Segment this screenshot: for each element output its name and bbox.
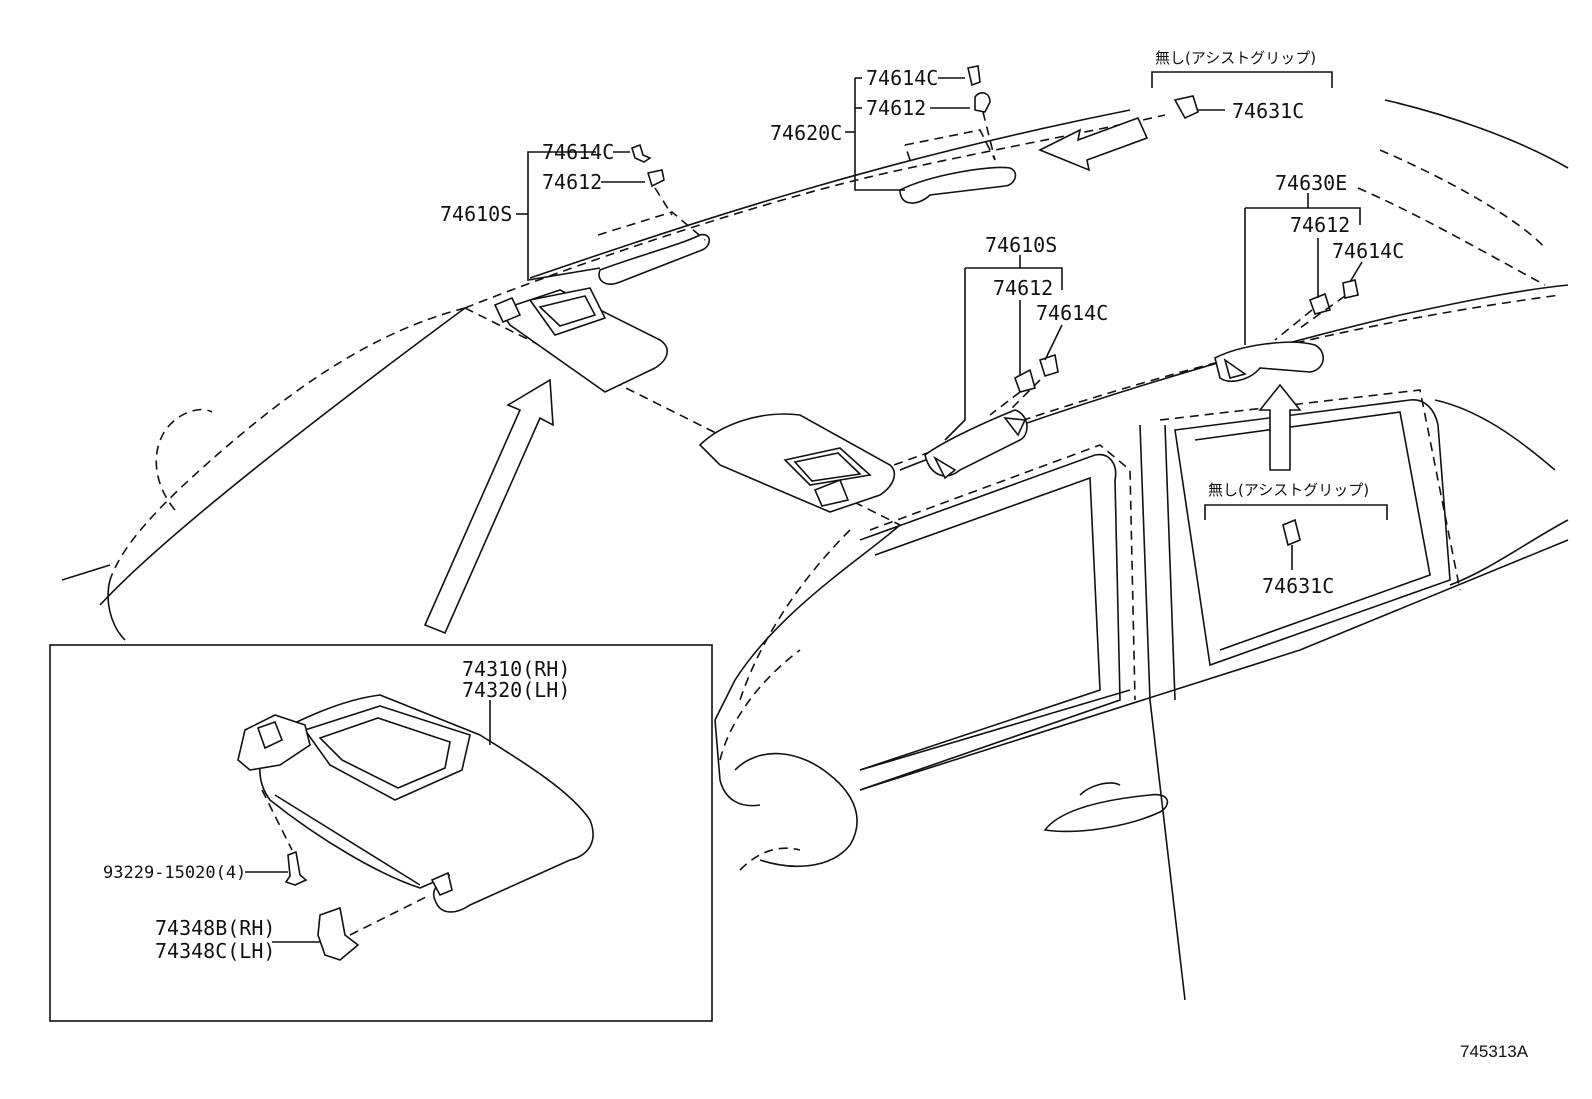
pointer-arrows [423, 116, 1302, 635]
label-74631c-top: 74631C [1232, 99, 1304, 123]
label-74348b-rh: 74348B(RH) [155, 916, 275, 940]
label-74631c-bottom: 74631C [1262, 574, 1334, 598]
clips [631, 65, 1359, 547]
label-74614c-b: 74614C [866, 66, 938, 90]
label-93229-15020: 93229-15020(4) [103, 863, 246, 883]
leader-lines [516, 71, 1388, 570]
detail-inset [49, 644, 713, 1022]
assist-grip-front-left [597, 211, 711, 285]
part-number-labels: 74614C 74612 74610S 74614C 74612 74620C … [103, 49, 1529, 1061]
label-74612-a: 74612 [542, 170, 602, 194]
figure-id: 745313A [1460, 1042, 1529, 1061]
note-no-assist-grip-top: 無し(アシストグリップ) [1155, 49, 1316, 67]
label-74612-b: 74612 [866, 96, 926, 120]
label-74310-rh: 74310(RH) [462, 657, 570, 681]
label-74612-d: 74612 [1290, 213, 1350, 237]
assist-grip-rear-right [1214, 341, 1324, 382]
assist-grip-top-center [899, 129, 1017, 204]
label-74614c-c: 74614C [1036, 301, 1108, 325]
label-74610s-b: 74610S [985, 233, 1057, 257]
label-74620c: 74620C [770, 121, 842, 145]
label-74320-lh: 74320(LH) [462, 678, 570, 702]
sunvisor-front [493, 287, 668, 393]
label-74630e: 74630E [1275, 171, 1347, 195]
label-74348c-lh: 74348C(LH) [155, 939, 275, 963]
assist-grip-rear-center [924, 409, 1028, 480]
note-no-assist-grip-bottom: 無し(アシストグリップ) [1208, 481, 1369, 499]
sunvisor-center [698, 413, 896, 513]
label-74614c-a: 74614C [542, 140, 614, 164]
label-74612-c: 74612 [993, 276, 1053, 300]
label-74614c-d: 74614C [1332, 239, 1404, 263]
label-74610s-a: 74610S [440, 202, 512, 226]
